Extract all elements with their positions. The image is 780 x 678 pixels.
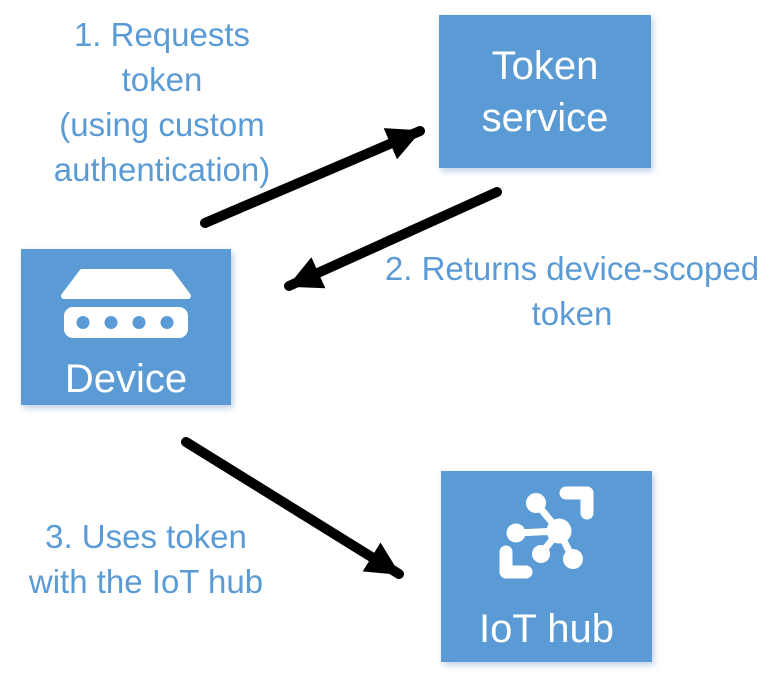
annotation-step2: 2. Returns device-scoped token (384, 250, 760, 332)
device-label: Device (64, 357, 188, 401)
node-device: Device (21, 249, 231, 405)
device-icon (61, 269, 191, 338)
node-iot-hub: IoT hub (441, 471, 652, 662)
annotation-step1: 1. Requests token (using custom authenti… (53, 16, 271, 188)
iot-hub-icon (499, 486, 594, 579)
token-service-label: Token service (481, 43, 609, 140)
annotation-step3: 3. Uses token with the IoT hub (28, 518, 264, 600)
iot-hub-label: IoT hub (479, 607, 614, 651)
node-token-service: Token service (439, 15, 651, 168)
